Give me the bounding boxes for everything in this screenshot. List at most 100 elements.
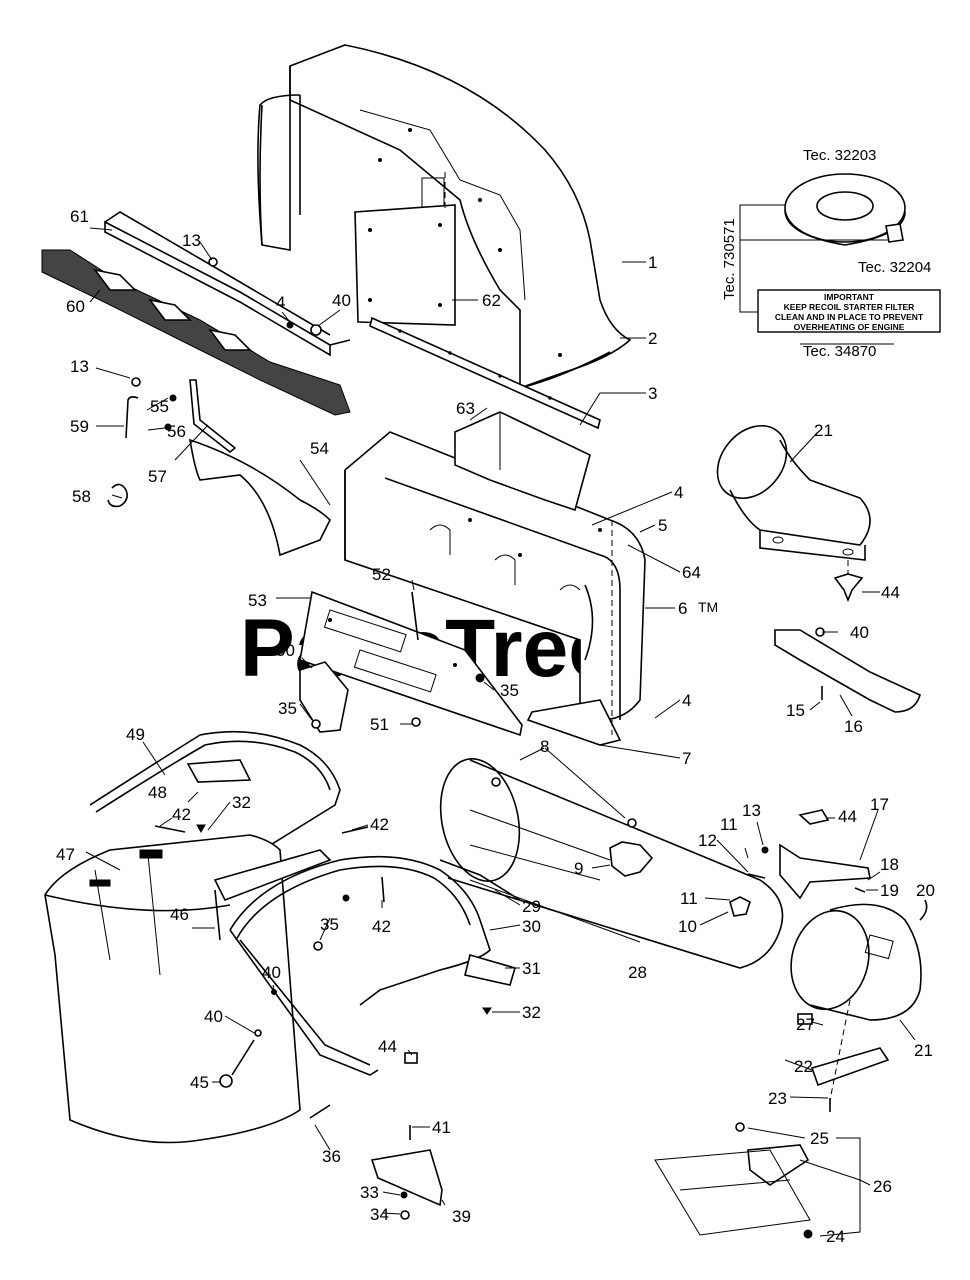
callout-47: 47 <box>56 845 75 864</box>
callout-29: 29 <box>522 897 541 916</box>
deflector-part <box>188 438 331 557</box>
blade-part <box>774 627 921 713</box>
callout-48: 48 <box>148 783 167 802</box>
lower-chute-part <box>790 903 922 1021</box>
callout-12: 12 <box>698 831 717 850</box>
callout-numbers: 1 2 3 4 5 64 6 4 7 8 9 10 11 11 12 13 44… <box>56 207 935 1246</box>
callout-51: 51 <box>370 715 389 734</box>
callout-20: 20 <box>916 881 935 900</box>
callout-60: 60 <box>66 297 85 316</box>
callout-42-a: 42 <box>372 917 391 936</box>
chute-bracket-part <box>779 843 871 900</box>
callout-58: 58 <box>72 487 91 506</box>
callout-22: 22 <box>794 1057 813 1076</box>
callout-55: 55 <box>150 397 169 416</box>
callout-11-a: 11 <box>680 889 698 908</box>
grass-bag-part <box>44 834 301 1144</box>
callout-2: 2 <box>648 329 657 348</box>
callout-46: 46 <box>170 905 189 924</box>
callout-42-b: 42 <box>172 805 191 824</box>
callout-44-a: 44 <box>838 807 857 826</box>
decal-line-2: KEEP RECOIL STARTER FILTER <box>784 302 915 312</box>
callout-19: 19 <box>880 881 899 900</box>
decal-kit: IMPORTANT KEEP RECOIL STARTER FILTER CLE… <box>721 147 941 360</box>
callout-61: 61 <box>70 207 89 226</box>
callout-21-a: 21 <box>814 421 833 440</box>
decal-box <box>757 289 941 333</box>
callout-33: 33 <box>360 1183 379 1202</box>
retainer-clip-part <box>885 223 904 243</box>
callout-35-a: 35 <box>320 915 339 934</box>
cover-plate-part <box>354 172 456 326</box>
mounting-plate-part <box>299 590 523 737</box>
kit-part-number: Tec. 730571 <box>721 218 738 300</box>
wing-nut-part <box>833 573 864 603</box>
decal-line-1: IMPORTANT <box>824 292 875 302</box>
callout-26: 26 <box>873 1177 892 1196</box>
callout-15: 15 <box>786 701 805 720</box>
callout-35-c: 35 <box>500 681 519 700</box>
callout-5: 5 <box>658 516 667 535</box>
handle-frame-part <box>213 849 516 1076</box>
callout-40-a: 40 <box>850 623 869 642</box>
callout-13-b: 13 <box>70 357 89 376</box>
callout-9: 9 <box>574 859 583 878</box>
callout-21-b: 21 <box>914 1041 933 1060</box>
callout-1: 1 <box>648 253 657 272</box>
intake-screen-part <box>41 249 351 416</box>
callout-52: 52 <box>372 565 391 584</box>
duct-part <box>454 411 591 512</box>
side-bracket-part <box>299 661 349 733</box>
callout-25: 25 <box>810 1129 829 1148</box>
callout-28: 28 <box>628 963 647 982</box>
callout-50: 50 <box>276 641 295 660</box>
callout-34: 34 <box>370 1205 389 1224</box>
callout-63: 63 <box>456 399 475 418</box>
callout-40-c: 40 <box>262 963 281 982</box>
callout-49: 49 <box>126 725 145 744</box>
callout-53: 53 <box>248 591 267 610</box>
callout-57: 57 <box>148 467 167 486</box>
decal-line-3: CLEAN AND IN PLACE TO PREVENT <box>775 312 924 322</box>
latch-parts <box>654 999 890 1239</box>
callout-24: 24 <box>826 1227 845 1246</box>
callout-16: 16 <box>844 717 863 736</box>
upper-left-hardware <box>107 257 322 508</box>
callout-41: 41 <box>432 1118 451 1137</box>
callout-6: 6 <box>678 599 687 618</box>
callout-44-b: 44 <box>881 583 900 602</box>
callout-3: 3 <box>648 384 657 403</box>
callout-39: 39 <box>452 1207 471 1226</box>
callout-4-b: 4 <box>682 691 691 710</box>
callout-31: 31 <box>522 959 541 978</box>
callout-45: 45 <box>190 1073 209 1092</box>
watermark-tm: TM <box>698 599 718 615</box>
callout-4-c: 4 <box>276 293 285 312</box>
decal-line-4: OVERHEATING OF ENGINE <box>794 322 905 332</box>
callout-13-c: 13 <box>182 231 201 250</box>
upper-chute-part <box>716 424 871 575</box>
callout-36: 36 <box>322 1147 341 1166</box>
callout-18: 18 <box>880 855 899 874</box>
filter-part-number: Tec. 32203 <box>803 147 876 164</box>
callout-40-b: 40 <box>204 1007 223 1026</box>
callout-42-c: 42 <box>370 815 389 834</box>
upper-hood-part <box>257 44 632 390</box>
callout-23: 23 <box>768 1089 787 1108</box>
callout-4-a: 4 <box>674 483 683 502</box>
screen-bracket-part <box>104 211 351 357</box>
callout-62: 62 <box>482 291 501 310</box>
discharge-tube-part <box>439 758 784 969</box>
leader-lines <box>85 227 916 1237</box>
callout-64: 64 <box>682 563 701 582</box>
callout-32-a: 32 <box>522 1003 541 1022</box>
callout-32-b: 32 <box>232 793 251 812</box>
clip-part-number: Tec. 32204 <box>858 259 931 276</box>
callout-40-d: 40 <box>332 291 351 310</box>
callout-8: 8 <box>540 737 549 756</box>
callout-17: 17 <box>870 795 889 814</box>
callout-27: 27 <box>796 1015 815 1034</box>
callout-13-a: 13 <box>742 801 761 820</box>
callout-44-c: 44 <box>378 1037 397 1056</box>
